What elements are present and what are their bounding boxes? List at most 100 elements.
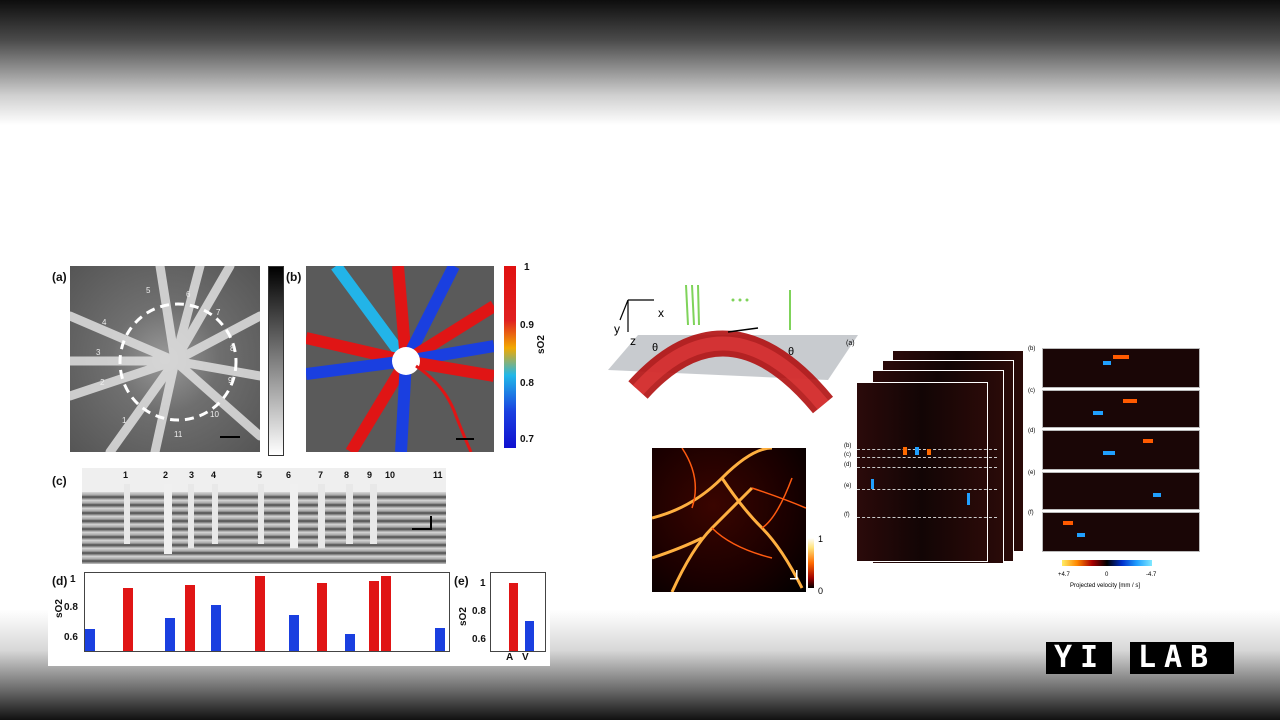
oct-number-2: 2	[163, 470, 169, 480]
strip-label-d: (d)	[1028, 428, 1036, 434]
strip-label-b: (b)	[1028, 346, 1036, 352]
panel-label-e: (e)	[454, 574, 469, 588]
so2-colorbar-tick-0-7: 0.7	[520, 434, 534, 445]
bar-6	[255, 576, 265, 651]
e-axis-tick-1: 1	[480, 578, 486, 589]
so2-map-image	[306, 266, 494, 452]
slice-label-e: (e)	[844, 483, 852, 489]
bar-A	[509, 582, 518, 651]
theta-label-left: θ	[652, 342, 659, 354]
bar-11	[381, 576, 391, 651]
oct-number-7: 7	[318, 470, 324, 480]
so2-colorbar-title: sO2	[536, 335, 547, 354]
left-figure: (a) 1 2 3 4 5 6 7 8 9 10 11 (b)	[48, 262, 550, 666]
bar-5	[211, 604, 221, 651]
oct-bscan-image	[82, 468, 446, 564]
velocity-colorbar-title: Projected velocity [mm / s]	[1070, 583, 1141, 589]
slice-label-f: (f)	[844, 512, 850, 518]
axis-label-y: y	[614, 322, 620, 336]
logo-text-lab: LAB	[1138, 640, 1217, 675]
oct-number-11: 11	[433, 470, 443, 480]
oct-number-5: 5	[257, 470, 263, 480]
bar-2	[123, 587, 133, 651]
velocity-colorbar	[1062, 560, 1152, 566]
vessel-number-9: 9	[228, 376, 233, 385]
panel-label-a: (a)	[52, 270, 67, 284]
vessel-3d-schematic	[608, 284, 858, 414]
logo-text-yi: YI	[1054, 640, 1107, 675]
slice-label-b: (b)	[844, 443, 852, 449]
vessel-number-11: 11	[174, 430, 183, 439]
vessel-number-7: 7	[216, 308, 221, 317]
vessel-number-4: 4	[102, 318, 107, 327]
d-axis-tick-1: 1	[70, 574, 76, 585]
vessel-number-10: 10	[210, 410, 219, 419]
panel-label-right-a: (a)	[846, 340, 855, 347]
e-category-v: V	[522, 652, 529, 663]
strip-label-f: (f)	[1028, 510, 1034, 516]
velocity-strip-e	[1042, 472, 1200, 510]
vessel-number-5: 5	[146, 286, 151, 295]
so2-colorbar-tick-1: 1	[524, 262, 530, 273]
oct-number-9: 9	[367, 470, 373, 480]
panel-label-b: (b)	[286, 270, 302, 284]
oct-number-4: 4	[211, 470, 217, 480]
bar-V	[525, 621, 534, 651]
oct-number-3: 3	[189, 470, 195, 480]
lab-logo-box: LAB	[1130, 640, 1234, 675]
angiography-image	[652, 448, 806, 592]
vessel-number-3: 3	[96, 348, 101, 357]
velocity-strip-d	[1042, 430, 1200, 470]
vessel-number-6: 6	[186, 290, 191, 299]
panel-label-c: (c)	[52, 474, 67, 488]
bar-12	[435, 627, 445, 651]
so2-colorbar-tick-0-9: 0.9	[520, 320, 534, 331]
e-axis-tick-0-8: 0.8	[472, 606, 486, 617]
bar-10	[369, 581, 379, 651]
axis-label-z: z	[630, 334, 636, 348]
d-axis-tick-0-6: 0.6	[64, 632, 78, 643]
velocity-strip-b	[1042, 348, 1200, 388]
vessel-number-8: 8	[230, 344, 235, 353]
oct-number-1: 1	[123, 470, 129, 480]
velocity-strip-f	[1042, 512, 1200, 552]
bar-3	[165, 617, 175, 651]
oct-number-6: 6	[286, 470, 292, 480]
right-figure: x y z θ θ (a) 1 0	[596, 280, 1206, 600]
velocity-tick-pos: +4.7	[1058, 572, 1070, 578]
strip-label-e: (e)	[1028, 470, 1036, 476]
oct-number-8: 8	[344, 470, 350, 480]
e-bar-chart	[490, 572, 546, 652]
oct-number-10: 10	[385, 470, 396, 480]
angiography-colorbar	[808, 538, 814, 588]
velocity-tick-zero: 0	[1105, 572, 1109, 578]
doppler-slice-front	[856, 382, 997, 562]
d-bar-chart	[84, 572, 450, 652]
yi-logo-box: YI	[1046, 640, 1112, 675]
strip-label-c: (c)	[1028, 388, 1035, 394]
e-category-a: A	[506, 652, 514, 663]
bar-4	[185, 584, 195, 651]
vessel-number-2: 2	[100, 378, 105, 387]
velocity-tick-neg: -4.7	[1146, 572, 1157, 578]
bar-8	[317, 582, 327, 651]
velocity-strip-c	[1042, 390, 1200, 428]
panel-label-d: (d)	[52, 574, 68, 588]
slice-label-d: (d)	[844, 462, 852, 468]
grayscale-colorbar	[268, 266, 284, 456]
bar-7	[289, 614, 299, 651]
d-axis-tick-0-8: 0.8	[64, 602, 78, 613]
bar-9	[345, 634, 355, 651]
bar-1	[85, 629, 95, 651]
angio-colorbar-tick-1: 1	[818, 534, 824, 544]
slice-label-c: (c)	[844, 452, 851, 458]
so2-colorbar	[504, 266, 516, 448]
e-axis-tick-0-6: 0.6	[472, 634, 486, 645]
so2-colorbar-tick-0-8: 0.8	[520, 378, 534, 389]
fundus-grayscale-image: 1 2 3 4 5 6 7 8 9 10 11	[70, 266, 260, 452]
angio-colorbar-tick-0: 0	[818, 586, 824, 596]
vessel-number-1: 1	[122, 416, 127, 425]
e-axis-ylabel: sO2	[458, 607, 469, 626]
theta-label-right: θ	[788, 346, 795, 358]
axis-label-x: x	[658, 306, 664, 320]
